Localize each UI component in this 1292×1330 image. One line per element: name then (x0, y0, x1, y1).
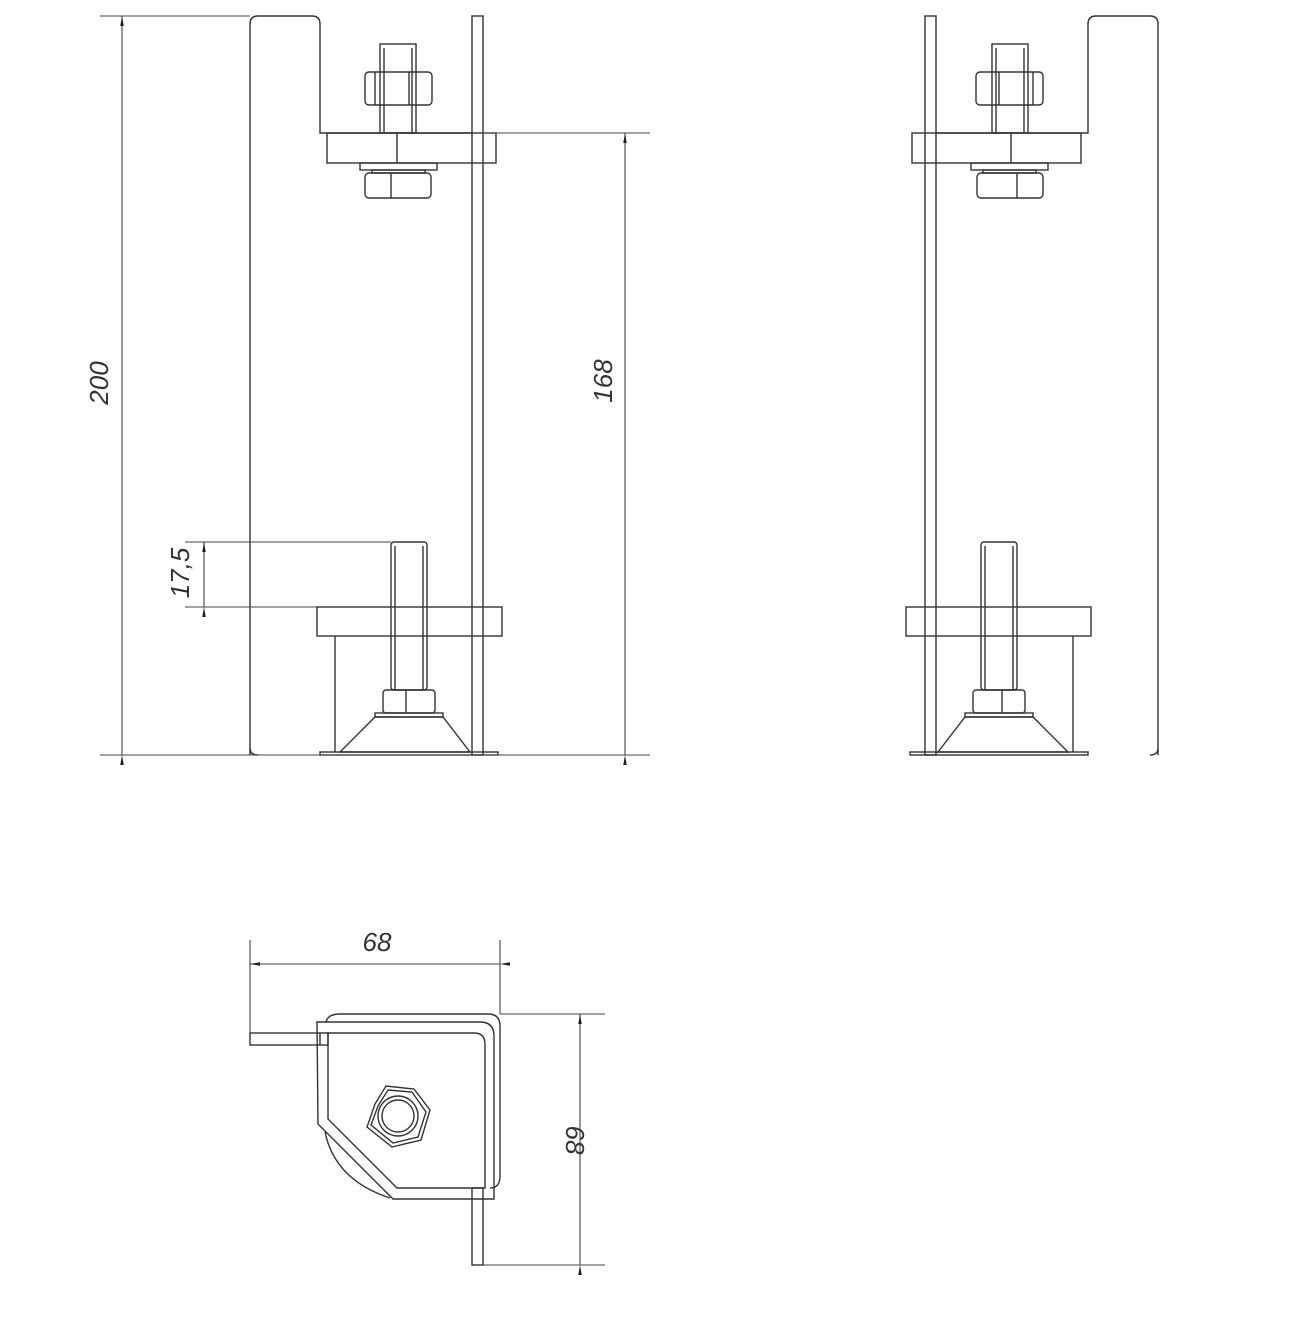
dimension-168: 168 (483, 132, 650, 765)
top-view (249, 1013, 501, 1266)
left-flange (249, 1032, 329, 1046)
dimension-label-17-5: 17,5 (165, 547, 195, 598)
dimension-17-5: 17,5 (165, 541, 391, 617)
bottom-flange (471, 1187, 484, 1266)
bolt-end (377, 1095, 419, 1137)
dimension-68-vertical: 68 (483, 1013, 605, 1275)
side-view (905, 15, 1159, 756)
nut-hexagon (366, 1085, 431, 1148)
dimension-label-168: 168 (588, 359, 618, 403)
dimension-label-68-depth: 68 (560, 1126, 590, 1155)
dimension-label-200: 200 (84, 361, 114, 406)
bracket-outer (316, 1021, 495, 1200)
dimension-68-horizontal: 68 (249, 927, 510, 1033)
foot-outline (324, 1131, 391, 1199)
dimension-200: 200 (84, 15, 650, 765)
back-plate (340, 1013, 501, 1189)
front-view (249, 15, 503, 756)
bracket-inner (327, 1032, 486, 1189)
dimension-label-68-width: 68 (363, 927, 392, 957)
